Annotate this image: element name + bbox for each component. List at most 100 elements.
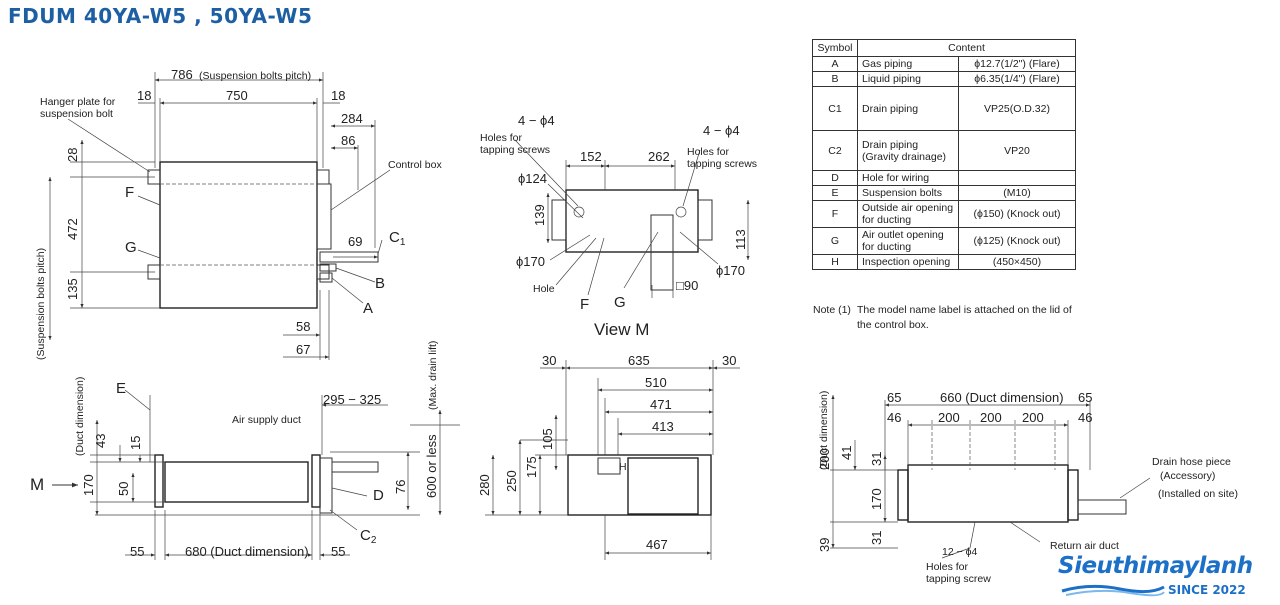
side-note: (Suspension bolts pitch) [35, 248, 47, 360]
view-m-flange-right [697, 199, 713, 241]
table-cell-item: Air outlet opening for ducting [857, 227, 959, 255]
dim-280: 280 [477, 474, 492, 496]
side-pipe-port [597, 457, 621, 475]
table-cell-spec: (ϕ125) (Knock out) [958, 227, 1076, 255]
table-cell-item: Inspection opening [857, 254, 959, 270]
table-cell-spec: VP25(O.D.32) [958, 86, 1076, 131]
dim-50: 50 [116, 482, 131, 496]
label-g-view-m: G [614, 294, 626, 311]
top-view: 786 (Suspension bolts pitch) 18 750 18 2… [35, 67, 442, 360]
dim-635: 635 [628, 353, 650, 368]
view-m-caption: View M [594, 320, 649, 339]
label-c2: C2 [360, 527, 377, 546]
label-b: B [375, 275, 385, 292]
dim-680: 680 (Duct dimension) [185, 544, 309, 559]
dim-55-right: 55 [331, 544, 345, 559]
label-f: F [125, 184, 134, 201]
dim-46-left: 46 [887, 410, 901, 425]
label-f-view-m: F [580, 296, 589, 313]
dim-31-top: 31 [869, 452, 884, 466]
dim-30-left: 30 [542, 353, 556, 368]
front-control-box [319, 457, 333, 514]
brand-since: SINCE 2022 [1168, 583, 1246, 597]
label-c1: C1 [389, 229, 406, 248]
brand-name: Sieuthimaylanh [1058, 553, 1253, 579]
view-m: 4 − ϕ4 Holes for tapping screws 4 − ϕ4 H… [480, 113, 757, 339]
view-m-body [565, 189, 699, 253]
table-cell-spec: ϕ6.35(1/4") (Flare) [958, 71, 1076, 87]
dim-18-left: 18 [137, 88, 151, 103]
dim-phi170-left: ϕ170 [516, 254, 545, 269]
gas-pipe-a [319, 272, 333, 283]
table-cell-item: Gas piping [857, 56, 959, 72]
rear-flange-right [1067, 469, 1079, 521]
table-cell-item: Hole for wiring [857, 170, 959, 186]
dim-295-325: 295 − 325 [323, 392, 381, 407]
control-box-label: Control box [388, 159, 442, 171]
label-m: M [30, 475, 44, 494]
table-cell-spec: (M10) [958, 185, 1076, 201]
table-header-row: Symbol Content [812, 39, 1076, 57]
return-air-label: Return air duct [1050, 540, 1119, 552]
side-view: 30 635 30 510 471 413 105 175 250 280 46… [477, 353, 740, 560]
side-body [567, 454, 712, 516]
holes-right-text-1: Holes for [687, 146, 730, 158]
table-cell-item: Drain piping (Gravity drainage) [857, 130, 959, 171]
dim-413: 413 [652, 419, 674, 434]
air-supply-duct-label: Air supply duct [232, 414, 301, 426]
table-cell-symbol: B [812, 71, 858, 87]
dim-152: 152 [580, 149, 602, 164]
holes-right-count: 4 − ϕ4 [703, 123, 740, 138]
dim-284: 284 [341, 111, 363, 126]
dim-170-rear: 170 [869, 488, 884, 510]
table-cell-spec: (450×450) [958, 254, 1076, 270]
hanger-plate-tr [316, 169, 330, 185]
dim-200-a: 200 [938, 410, 960, 425]
drain-hose-piece [1077, 499, 1127, 515]
dim-43: 43 [93, 434, 108, 448]
label-d: D [373, 487, 384, 504]
dim-58: 58 [296, 319, 310, 334]
dim-262: 262 [648, 149, 670, 164]
table-header-symbol: Symbol [812, 39, 858, 57]
rear-view: (Duct dimension) 65 660 (Duct dimension)… [817, 390, 1238, 585]
rear-holes-text-2: tapping screw [926, 573, 991, 585]
dim-786: 786 [171, 67, 193, 82]
label-h: H [619, 461, 627, 473]
holes-right-text-2: tapping screws [687, 158, 757, 170]
dim-135: 135 [65, 278, 80, 300]
dim-65-right: 65 [1078, 390, 1092, 405]
dim-30-right: 30 [722, 353, 736, 368]
table-cell-spec [958, 170, 1076, 186]
holes-left-count: 4 − ϕ4 [518, 113, 555, 128]
note-prefix: Note (1) [813, 304, 851, 316]
front-duct-dim-note: (Duct dimension) [74, 377, 86, 456]
brand-swoosh-icon [1061, 584, 1165, 597]
dim-113: 113 [733, 229, 748, 250]
view-m-port [650, 214, 674, 291]
dim-200-b: 200 [980, 410, 1002, 425]
table-cell-symbol: D [812, 170, 858, 186]
dim-76: 76 [393, 480, 408, 494]
drain-hose-label-2: (Accessory) [1160, 470, 1215, 482]
dim-55-left: 55 [130, 544, 144, 559]
dim-67: 67 [296, 342, 310, 357]
label-g: G [125, 239, 137, 256]
dim-786-note: (Suspension bolts pitch) [199, 70, 311, 82]
dim-phi170-right: ϕ170 [716, 263, 745, 278]
rear-duct-dim-note: (Duct dimension) [818, 391, 830, 470]
front-pipe [331, 461, 379, 473]
table-cell-item: Drain piping [857, 86, 959, 131]
rear-flange-left [897, 469, 909, 521]
label-a: A [363, 300, 373, 317]
label-hole: Hole [533, 283, 555, 295]
control-box [316, 183, 332, 250]
front-flange-right [311, 454, 321, 508]
